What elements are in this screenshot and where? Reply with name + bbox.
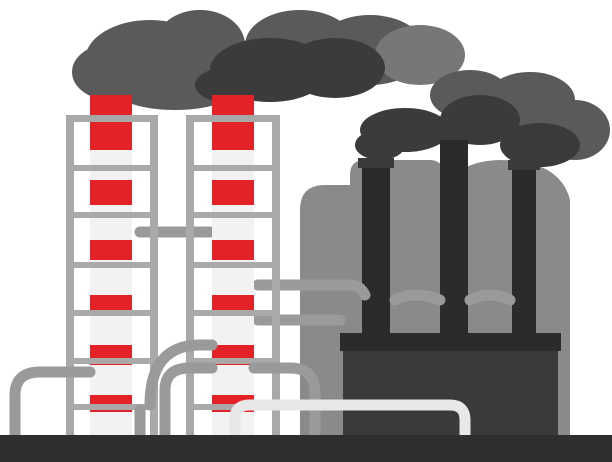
pipe-network-front — [9, 339, 471, 441]
ground — [0, 435, 612, 462]
factory-building — [340, 333, 561, 435]
pipe-network-back — [134, 226, 516, 326]
black-chimney-right — [508, 160, 540, 335]
scaffold-left — [66, 115, 158, 435]
black-chimney-left — [358, 158, 394, 335]
smoke-cloud-left — [72, 10, 277, 110]
smoke-cloud-right — [355, 70, 610, 167]
smoke-cloud-center — [195, 10, 465, 103]
